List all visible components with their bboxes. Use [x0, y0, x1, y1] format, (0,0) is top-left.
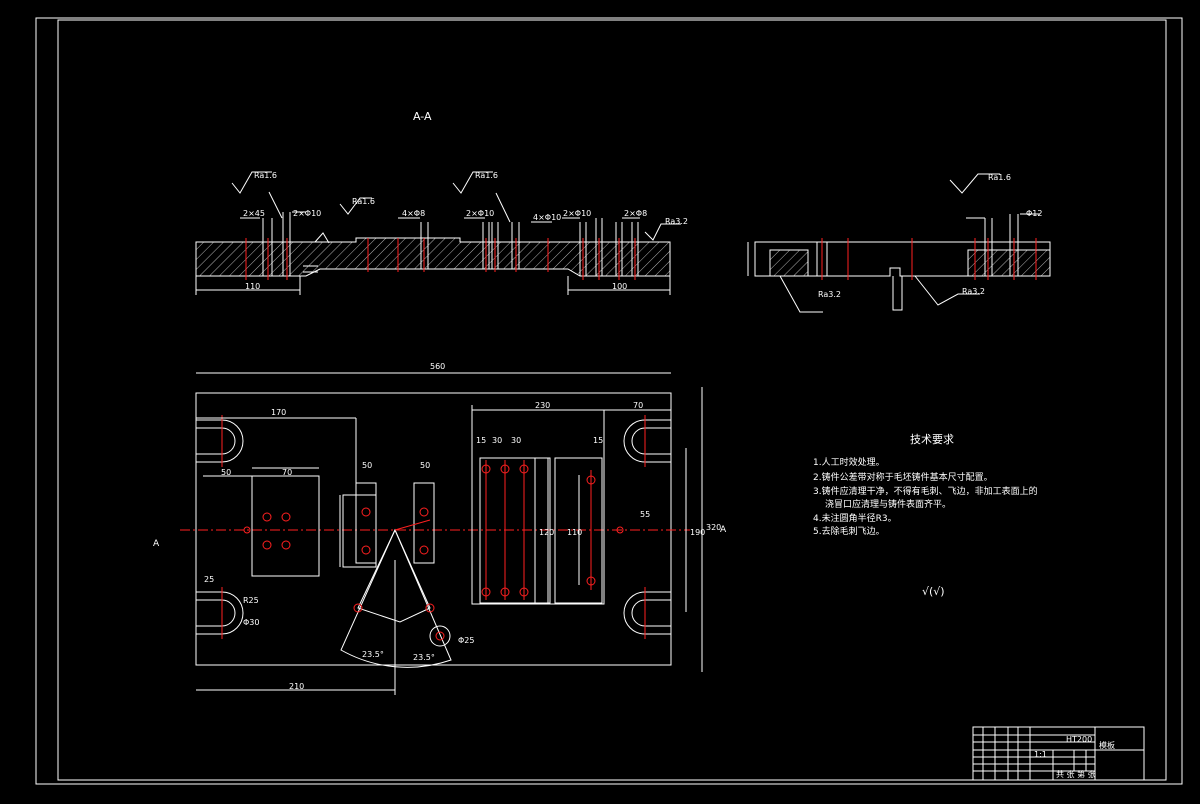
dim-left-mark: 25 — [204, 575, 214, 584]
tb-scale: 1:1 — [1034, 750, 1047, 759]
chamfer-3: 4×Φ8 — [402, 209, 425, 218]
chamfer-8: Φ12 — [1026, 209, 1042, 218]
roughness-4: Ra3.2 — [665, 217, 688, 226]
chamfer-2: 2×Φ10 — [293, 209, 321, 218]
dim-left-len: 110 — [245, 282, 260, 291]
roughness-1: Ra1.6 — [254, 171, 277, 180]
inner-frame — [57, 19, 1167, 781]
dim-overall: 560 — [430, 362, 445, 371]
roughness-7: Ra3.2 — [962, 287, 985, 296]
chamfer-6: 2×Φ10 — [563, 209, 591, 218]
dim-slot-w1: 50 — [362, 461, 372, 470]
dim-small-width: 70 — [282, 468, 292, 477]
dim-right-len: 100 — [612, 282, 627, 291]
dim-height-inner: 190 — [690, 528, 705, 537]
dim-block-h2: 110 — [567, 528, 582, 537]
dim-angle-1: 23.5° — [362, 650, 384, 659]
dim-left-mark2: 50 — [221, 468, 231, 477]
dim-hole-15b: 15 — [593, 436, 603, 445]
roughness-5: Ra1.6 — [988, 173, 1011, 182]
dim-left-offset: 170 — [271, 408, 286, 417]
dim-hole-30b: 30 — [511, 436, 521, 445]
tech-item-3: 3.铸件应清理干净，不得有毛刺、飞边，非加工表面上的 — [813, 485, 1038, 497]
chamfer-1: 2×45 — [243, 209, 265, 218]
plan-view: 560 170 210 230 70 320 190 120 110 70 50… — [153, 362, 727, 695]
dim-block-width: 230 — [535, 401, 550, 410]
dim-right-upper: 70 — [633, 401, 643, 410]
dim-height-total: 320 — [706, 523, 721, 532]
tb-drawing-name: 模板 — [1099, 740, 1115, 750]
section-view-left: 110 100 Ra1.6 Ra1.6 Ra1.6 Ra3.2 2×45 2×Φ… — [195, 171, 688, 295]
tb-sheet: 共 张 第 张 — [1056, 769, 1096, 779]
tech-title: 技术要求 — [910, 433, 954, 446]
roughness-note: √(√) — [922, 585, 945, 598]
chamfer-7: 2×Φ8 — [624, 209, 647, 218]
dim-r-label: R25 — [243, 596, 259, 605]
roughness-2: Ra1.6 — [352, 197, 375, 206]
tech-item-6: 5.去除毛刺飞边。 — [813, 525, 885, 537]
chamfer-5: 4×Φ10 — [533, 213, 561, 222]
dim-slot-w2: 50 — [420, 461, 430, 470]
dim-block-h1: 120 — [539, 528, 554, 537]
tech-item-4: 浇冒口应清理与铸件表面齐平。 — [825, 498, 951, 510]
tech-item-5: 4.未注圆角半径R3。 — [813, 512, 897, 524]
roughness-3: Ra1.6 — [475, 171, 498, 180]
dim-hole-30a: 30 — [492, 436, 502, 445]
dim-angle-2: 23.5° — [413, 653, 435, 662]
chamfer-4: 2×Φ10 — [466, 209, 494, 218]
section-mark-left: A — [153, 539, 160, 549]
tech-item-2: 2.铸件公差带对称于毛坯铸件基本尺寸配置。 — [813, 471, 993, 483]
dim-phi-small: Φ25 — [458, 636, 474, 645]
dim-phi-label: Φ30 — [243, 618, 259, 627]
dim-pin: 55 — [640, 510, 650, 519]
outer-frame — [35, 17, 1183, 785]
section-view-right: Ra1.6 Ra3.2 Ra3.2 Φ12 — [747, 173, 1051, 313]
tb-material: HT200 — [1066, 735, 1092, 744]
tech-item-1: 1.人工时效处理。 — [813, 456, 885, 468]
roughness-6: Ra3.2 — [818, 290, 841, 299]
dim-center-offset: 210 — [289, 682, 304, 691]
tech-requirements: 技术要求 1.人工时效处理。 2.铸件公差带对称于毛坯铸件基本尺寸配置。 3.铸… — [813, 433, 1038, 598]
section-label: A-A — [413, 110, 432, 123]
dim-hole-15a: 15 — [476, 436, 486, 445]
title-block: HT200 模板 1:1 共 张 第 张 — [972, 726, 1145, 781]
section-mark-right: A — [720, 525, 727, 535]
